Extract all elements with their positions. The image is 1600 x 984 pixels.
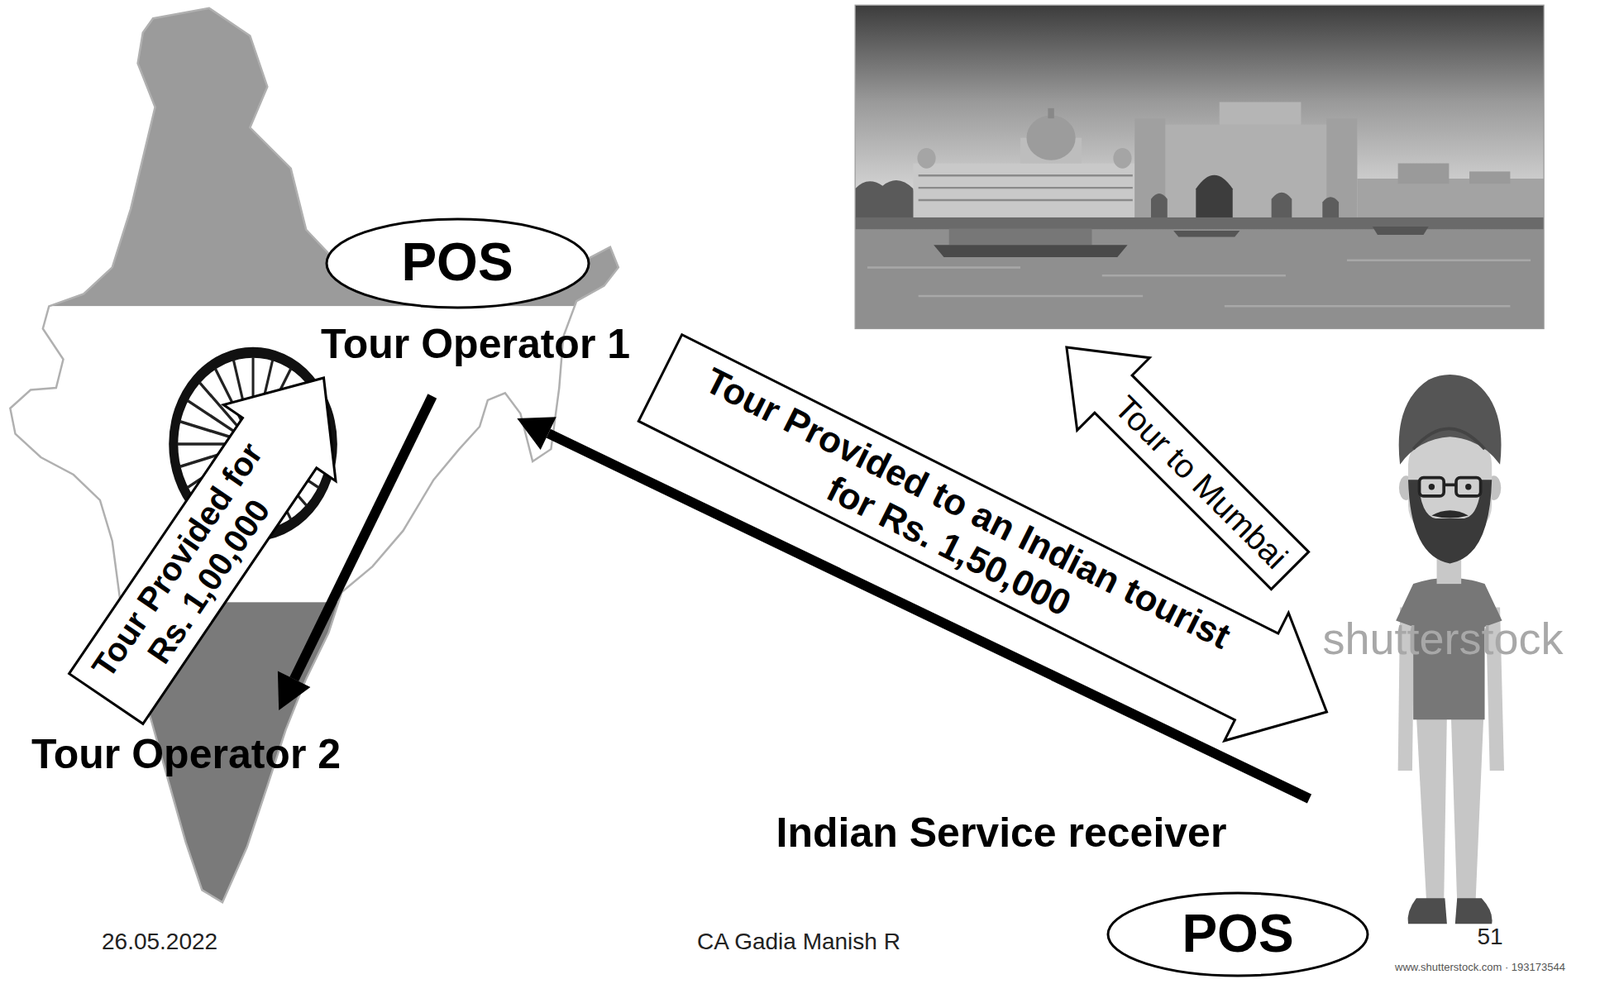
watermark: shutterstock — [1322, 612, 1564, 664]
ellipse-border — [326, 219, 589, 308]
gateway-photo-part-part — [949, 229, 1093, 246]
gateway-photo-part-part — [918, 175, 1133, 201]
arrow-head — [277, 671, 311, 711]
node-text: Tour Operator 2 — [31, 730, 341, 779]
block-arrow-shape — [69, 377, 336, 724]
gateway-photo-part-part-part — [1346, 259, 1531, 262]
date-text: 26.05.2022 — [101, 928, 218, 956]
arrow-text: Tour to Mumbai — [1107, 387, 1295, 576]
gateway-photo-part-part-part — [918, 295, 1143, 297]
node-text: Indian Service receiver — [776, 809, 1228, 858]
gateway-photo-part-part — [1134, 124, 1357, 220]
tourist-figure-part — [1451, 714, 1484, 903]
tourist-figure-part — [1408, 897, 1448, 924]
operator-label: Tour Operator 1 — [315, 318, 636, 372]
node-text-group: Indian Service receiver — [776, 809, 1228, 858]
india-map — [0, 0, 715, 984]
arrow-label: Tour Provided to an Indian tourist for R… — [669, 354, 1247, 701]
tourist-figure-part — [1416, 714, 1448, 903]
receiver-label: Indian Service receiver — [771, 807, 1233, 860]
gateway-photo-part-part-part — [918, 186, 1133, 189]
gateway-photo-part-part — [1356, 178, 1544, 220]
tourist-figure-part — [1455, 897, 1493, 924]
pos-ellipse: POS — [1106, 891, 1370, 978]
tourist-figure-part — [1399, 374, 1502, 465]
block-arrow — [69, 377, 336, 724]
india-map-part — [9, 8, 618, 903]
tourist-figure-part — [1443, 483, 1457, 488]
author-text: CA Gadia Manish R — [697, 928, 901, 956]
gateway-photo-part-part — [1112, 148, 1132, 169]
gateway-photo-part-part — [854, 4, 1544, 329]
tourist-figure-part — [1428, 483, 1435, 490]
gateway-photo-part-part — [933, 244, 1128, 258]
watermark-id: www.shutterstock.com · 193173544 — [1394, 961, 1566, 975]
node-text: POS — [401, 232, 513, 294]
gateway-photo-part-part-part — [867, 266, 1021, 268]
tourist-figure-part — [1419, 477, 1445, 497]
gateway-photo-part-part-part — [918, 199, 1133, 201]
gateway-photo-part-part — [854, 180, 919, 220]
gateway-photo-part-part — [867, 260, 1531, 307]
gateway-photo-part-part — [917, 148, 936, 169]
page-number: 51 — [1477, 923, 1504, 951]
gateway-photo-part-part-part — [918, 174, 1133, 177]
node-text-group: Tour Operator 2 — [31, 730, 341, 779]
node-text-group: POS — [401, 232, 513, 294]
pos-ellipse: POS — [324, 217, 591, 310]
arrow-label: Tour Provided for Rs. 1,00,000 — [80, 429, 306, 712]
gateway-photo-part-part — [1271, 192, 1293, 220]
block-arrow-shape — [638, 334, 1327, 741]
ellipse-border — [1108, 893, 1368, 976]
tourist-figure-part — [1456, 477, 1481, 497]
gateway-photo-part-part — [1469, 171, 1510, 184]
node-text: POS — [1181, 903, 1294, 965]
gateway-photo-part-part — [1026, 114, 1075, 160]
india-map-part — [0, 0, 715, 984]
gateway-photo-part-part — [854, 217, 1544, 230]
block-arrow — [638, 334, 1327, 741]
gateway-photo-part-part — [1219, 101, 1302, 128]
gateway-photo — [854, 4, 1544, 329]
node-text-group: POS — [1181, 903, 1294, 965]
tourist-figure-part — [1465, 483, 1472, 490]
gateway-photo-part-part — [1372, 226, 1429, 235]
gateway-photo-part-part-part — [1224, 305, 1511, 307]
gateway-photo-part-part — [912, 163, 1137, 220]
gateway-photo-part-part — [1047, 108, 1054, 119]
gateway-photo-part — [854, 4, 1544, 329]
gateway-photo-part-part — [1398, 163, 1450, 185]
gateway-photo-part-part-part — [1102, 274, 1286, 277]
gateway-photo-part-part — [1195, 175, 1233, 220]
gateway-photo-part — [854, 4, 1544, 329]
tourist-figure-part — [1413, 428, 1485, 449]
gateway-photo-part-part — [1322, 196, 1339, 220]
tourist-figure-part — [1431, 510, 1468, 518]
arrow-head — [516, 416, 556, 450]
gateway-photo-part-part — [1151, 193, 1168, 220]
operator-label: Tour Operator 2 — [26, 728, 347, 782]
gateway-photo-part-part — [1173, 230, 1240, 237]
node-text-group: Tour Operator 1 — [320, 320, 631, 369]
node-text: Tour Operator 1 — [320, 320, 631, 369]
